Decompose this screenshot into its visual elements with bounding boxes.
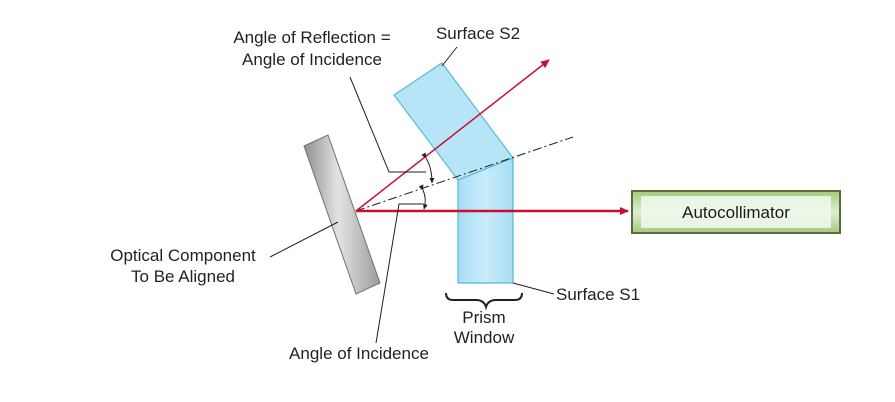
leader-optical-component [269, 221, 339, 258]
leader-surface-s2 [441, 46, 458, 67]
leader-surface-s1 [512, 282, 555, 295]
angle-arc-reflection [421, 152, 435, 184]
surface-s2-label: Surface S2 [436, 24, 520, 43]
prism-window-label-line1: Prism [462, 308, 505, 327]
surface-normal-line [355, 136, 574, 212]
autocollimator-label: Autocollimator [682, 203, 790, 222]
prism-window-label-line2: Window [454, 328, 515, 347]
leader-angle-incidence [375, 203, 423, 344]
angle-reflection-label-line1: Angle of Reflection = [233, 28, 390, 47]
optical-component-label-line2: To Be Aligned [131, 267, 235, 286]
surface-s1-label: Surface S1 [556, 285, 640, 304]
prism-window-brace [445, 292, 523, 311]
reflected-beam [355, 59, 550, 212]
leader-angle-reflection [349, 76, 426, 173]
autocollimator: Autocollimator [631, 190, 841, 234]
angle-incidence-label: Angle of Incidence [289, 344, 429, 363]
prism-surface-s2 [393, 62, 514, 181]
optical-component-label-line1: Optical Component [110, 246, 256, 265]
prism-surface-s1 [457, 157, 514, 284]
angle-reflection-label-line2: Angle of Incidence [242, 50, 382, 69]
angle-arc-incidence [418, 184, 428, 210]
optical-component-mirror [303, 134, 381, 295]
